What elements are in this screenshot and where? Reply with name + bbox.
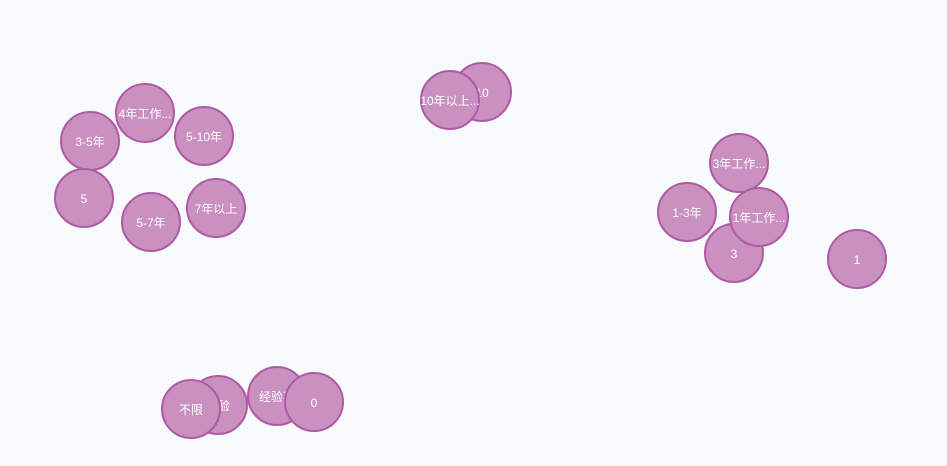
graph-node-5-7[interactable]: 5-7年 (121, 192, 181, 252)
node-circle[interactable] (186, 178, 246, 238)
graph-node-5[interactable]: 5 (54, 168, 114, 228)
node-circle[interactable] (60, 111, 120, 171)
graph-node-10plus[interactable]: 10年以上... (420, 70, 480, 130)
graph-node-unlimited[interactable]: 不限 (161, 379, 221, 439)
graph-node-1[interactable]: 1 (827, 229, 887, 289)
graph-node-1yr[interactable]: 1年工作... (729, 187, 789, 247)
graph-node-3-5[interactable]: 3-5年 (60, 111, 120, 171)
node-circle[interactable] (174, 106, 234, 166)
node-circle[interactable] (161, 379, 221, 439)
graph-node-4yr[interactable]: 4年工作... (115, 83, 175, 143)
node-circle[interactable] (729, 187, 789, 247)
node-circle[interactable] (827, 229, 887, 289)
graph-node-5-10[interactable]: 5-10年 (174, 106, 234, 166)
node-circle[interactable] (284, 372, 344, 432)
node-circle[interactable] (121, 192, 181, 252)
graph-node-3yr[interactable]: 3年工作... (709, 133, 769, 193)
node-circle[interactable] (709, 133, 769, 193)
graph-node-0[interactable]: 0 (284, 372, 344, 432)
node-circle[interactable] (115, 83, 175, 143)
node-circle[interactable] (420, 70, 480, 130)
node-circle[interactable] (657, 182, 717, 242)
node-circle[interactable] (54, 168, 114, 228)
graph-node-1-3[interactable]: 1-3年 (657, 182, 717, 242)
graph-node-7plus[interactable]: 7年以上 (186, 178, 246, 238)
